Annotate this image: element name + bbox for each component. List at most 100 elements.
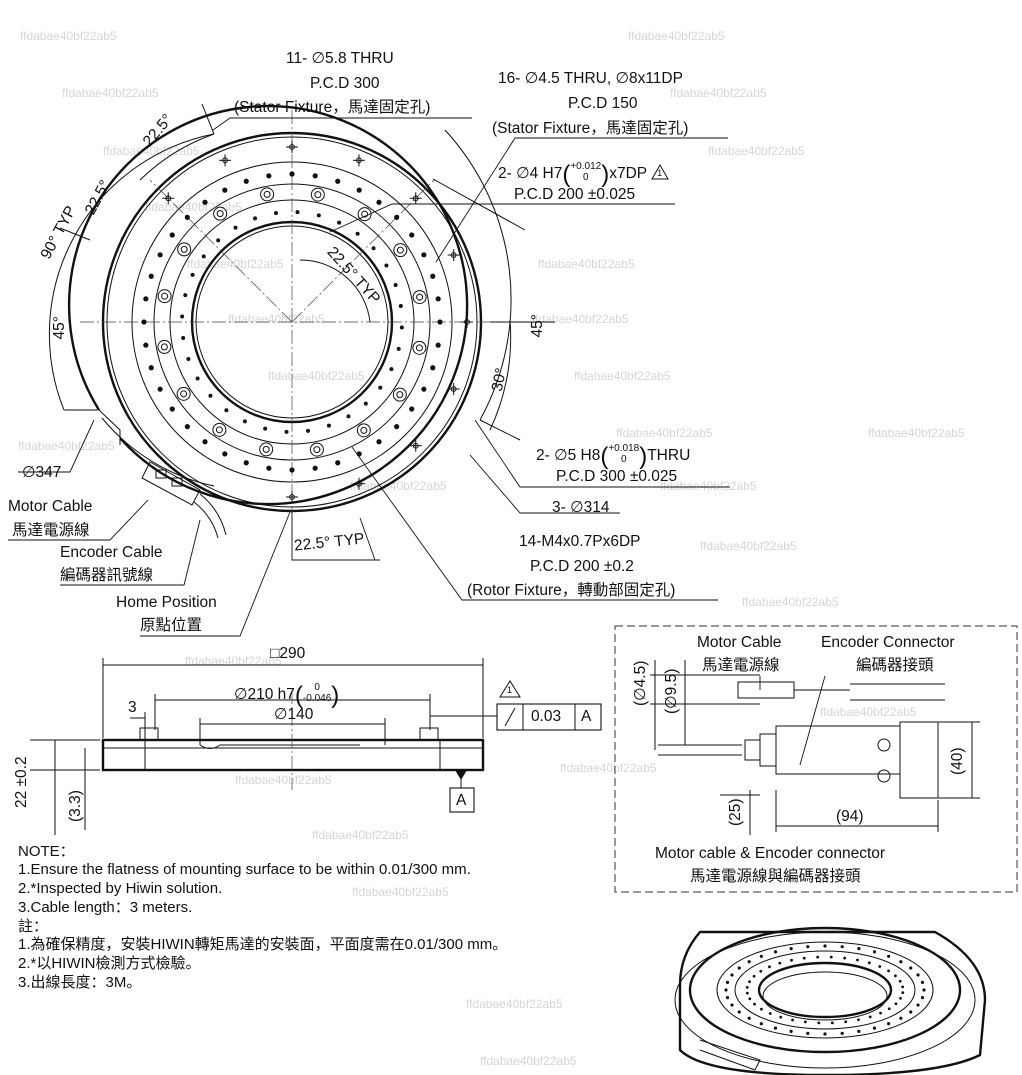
- flatness-value: 0.03: [531, 708, 562, 725]
- rotor-thread-spec: 14-M4x0.7Px6DP: [519, 533, 641, 550]
- connector-motor-cable-zh: 馬達電源線: [702, 657, 780, 674]
- watermark: ffdabae40bf22ab5: [560, 761, 657, 775]
- iso-hole: [909, 1010, 913, 1014]
- iso-hole: [791, 1018, 794, 1022]
- watermark: ffdabae40bf22ab5: [670, 86, 767, 100]
- small-hole: [224, 408, 229, 413]
- watermark: ffdabae40bf22ab5: [185, 654, 282, 668]
- iso-hole: [887, 1022, 891, 1026]
- stator-mark: [289, 144, 295, 150]
- small-hole: [430, 273, 436, 279]
- small-hole: [266, 173, 272, 179]
- note-heading: NOTE：: [18, 843, 75, 860]
- stator-fixture-marks: [162, 141, 473, 503]
- top-view: [8, 103, 730, 637]
- iso-hole: [725, 980, 730, 984]
- small-hole: [183, 293, 188, 298]
- stator-mark: [450, 252, 457, 258]
- rotor-pin-tol-lower: 0: [621, 454, 627, 465]
- iso-hole: [872, 950, 877, 954]
- rotor-pin-tol-upper: +0.018: [608, 443, 640, 454]
- small-hole: [312, 465, 318, 471]
- small-hole: [396, 346, 401, 351]
- small-hole: [143, 296, 149, 302]
- square-dim: □290: [270, 645, 306, 662]
- stator-outline: [67, 104, 469, 506]
- stator-mark: [356, 157, 362, 164]
- counterbore-hole-inner: [180, 390, 188, 398]
- connector-dim40: (40): [949, 747, 966, 775]
- iso-hole: [899, 960, 903, 964]
- small-hole: [384, 263, 389, 268]
- small-holes: [141, 171, 443, 473]
- stator-mark: [412, 442, 419, 449]
- note-line: 1.Ensure the flatness of mounting surfac…: [18, 861, 471, 878]
- iso-hole: [901, 991, 905, 995]
- connector-d95: (∅9.5): [663, 668, 680, 714]
- iso-hole: [823, 1032, 827, 1036]
- iso-hole: [868, 1015, 872, 1019]
- detail-frame: [614, 625, 1018, 893]
- counterbore-hole-inner: [361, 210, 369, 218]
- counterbore-hole: [310, 187, 325, 202]
- iso-hole: [887, 1007, 891, 1011]
- watermark: ffdabae40bf22ab5: [187, 257, 284, 271]
- iso-hole: [843, 956, 847, 960]
- iso-hole: [899, 996, 902, 1000]
- counterbore-hole: [157, 289, 172, 304]
- iso-hole: [879, 1011, 882, 1015]
- side-view: [30, 658, 602, 835]
- watermark: ffdabae40bf22ab5: [708, 144, 805, 158]
- pin-hole-tol-upper: +0.012: [570, 161, 602, 172]
- iso-hole: [867, 961, 871, 965]
- watermark: ffdabae40bf22ab5: [820, 705, 917, 719]
- counterbore-hole-inner: [263, 190, 271, 198]
- encoder-cable-label-zh: 編碼器訊號線: [60, 567, 154, 584]
- iso-hole: [789, 947, 793, 951]
- iso-hole: [778, 961, 782, 965]
- watermark: ffdabae40bf22ab5: [538, 257, 635, 271]
- stator-hole-note: (Stator Fixture，馬達固定孔): [234, 99, 431, 116]
- small-hole: [376, 439, 382, 445]
- iso-hole: [857, 1029, 861, 1033]
- connector-dim25: (25): [727, 798, 744, 826]
- small-hole: [202, 199, 208, 205]
- iso-hole: [773, 1026, 778, 1030]
- counterbore-hole: [213, 206, 228, 221]
- motor-cable-label: Motor Cable: [8, 498, 93, 515]
- small-hole: [186, 356, 191, 361]
- note-line-zh: 3.出線長度：3M。: [18, 974, 142, 991]
- iso-hole: [857, 947, 861, 951]
- iso-hole: [916, 1003, 920, 1007]
- small-hole: [312, 173, 318, 179]
- small-hole: [389, 367, 394, 372]
- connector-motor-cable: Motor Cable: [697, 634, 782, 651]
- small-hole: [190, 272, 195, 277]
- small-hole: [409, 232, 415, 238]
- iso-hole: [894, 974, 897, 978]
- iso-hole: [844, 1020, 848, 1024]
- iso-hole: [909, 966, 913, 970]
- watermark: ffdabae40bf22ab5: [628, 29, 725, 43]
- small-hole: [284, 429, 289, 434]
- iso-hole: [840, 945, 844, 949]
- counterbore-hole: [412, 290, 427, 305]
- stator-mark: [450, 386, 457, 392]
- iso-hole: [773, 950, 778, 954]
- counterbore-hole: [177, 242, 192, 257]
- connector-encoder: Encoder Connector: [821, 634, 955, 651]
- height-dim: 22 ±0.2: [13, 756, 30, 808]
- counterbore-hole-inner: [160, 343, 168, 351]
- iso-view: [674, 926, 987, 1075]
- side-body: [101, 738, 485, 772]
- small-hole: [184, 214, 190, 220]
- small-hole: [435, 296, 441, 302]
- iso-hole: [817, 1021, 821, 1025]
- small-hole: [157, 252, 163, 258]
- small-hole: [195, 376, 200, 381]
- small-hole: [253, 216, 258, 221]
- small-hole: [222, 187, 228, 193]
- small-hole: [346, 414, 351, 419]
- watermark: ffdabae40bf22ab5: [312, 828, 409, 842]
